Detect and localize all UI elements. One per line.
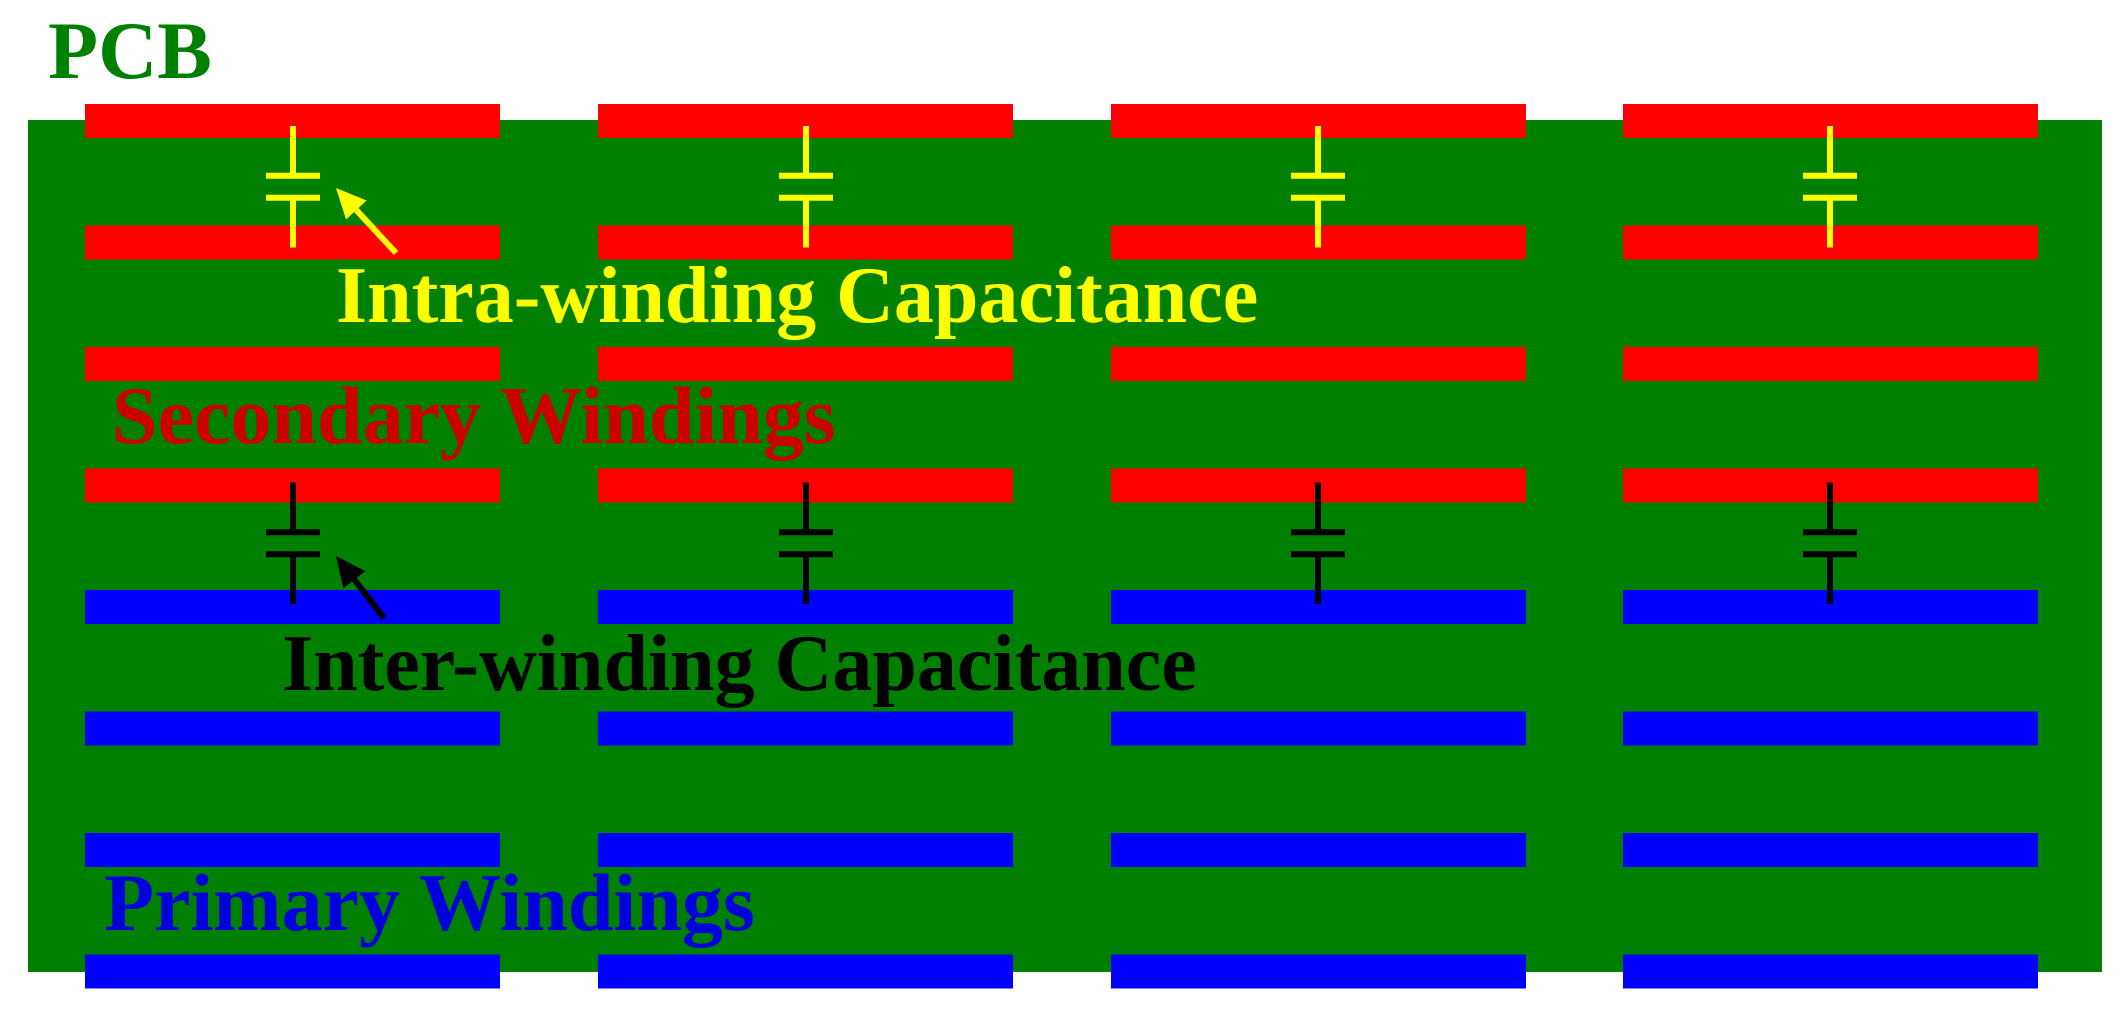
inter-winding-capacitor-icon [779, 482, 833, 604]
winding-layers [85, 104, 2038, 989]
primary-winding-trace [85, 711, 500, 746]
annotation-arrows [336, 188, 399, 620]
primary-winding-trace [1623, 954, 2038, 989]
secondary-winding-trace [598, 347, 1013, 381]
intra-winding-capacitor-icon [1803, 126, 1857, 248]
pcb-title: PCB [48, 5, 212, 96]
primary-winding-trace [598, 833, 1013, 867]
primary-winding-trace [598, 711, 1013, 746]
intra-winding-capacitor-icon [1291, 126, 1345, 248]
inter-winding-capacitor-icon [266, 482, 320, 604]
secondary-winding-trace [85, 347, 500, 381]
secondary-winding-trace [1623, 347, 2038, 381]
intra-winding-capacitance-label: Intra-winding Capacitance [336, 252, 1258, 340]
intra-winding-capacitor-icon [779, 126, 833, 248]
pcb-board [28, 120, 2102, 972]
intra-winding-arrow-icon [336, 188, 399, 256]
secondary-winding-trace [1111, 347, 1526, 381]
inter-winding-arrow-icon [336, 556, 387, 620]
inter-winding-capacitor-icon [1291, 482, 1345, 604]
primary-winding-trace [85, 954, 500, 989]
primary-winding-trace [1111, 833, 1526, 867]
primary-winding-trace [598, 954, 1013, 989]
primary-winding-trace [85, 833, 500, 867]
primary-winding-trace [1111, 954, 1526, 989]
primary-windings-label: Primary Windings [104, 857, 755, 948]
inter-winding-capacitor-icon [1803, 482, 1857, 604]
primary-winding-trace [1111, 711, 1526, 746]
secondary-windings-label: Secondary Windings [112, 370, 836, 461]
primary-winding-trace [1623, 711, 2038, 746]
inter-winding-capacitance-label: Inter-winding Capacitance [282, 620, 1197, 708]
intra-winding-capacitor-icon [266, 126, 320, 248]
capacitor-symbols [266, 126, 1857, 604]
primary-winding-trace [1623, 833, 2038, 867]
